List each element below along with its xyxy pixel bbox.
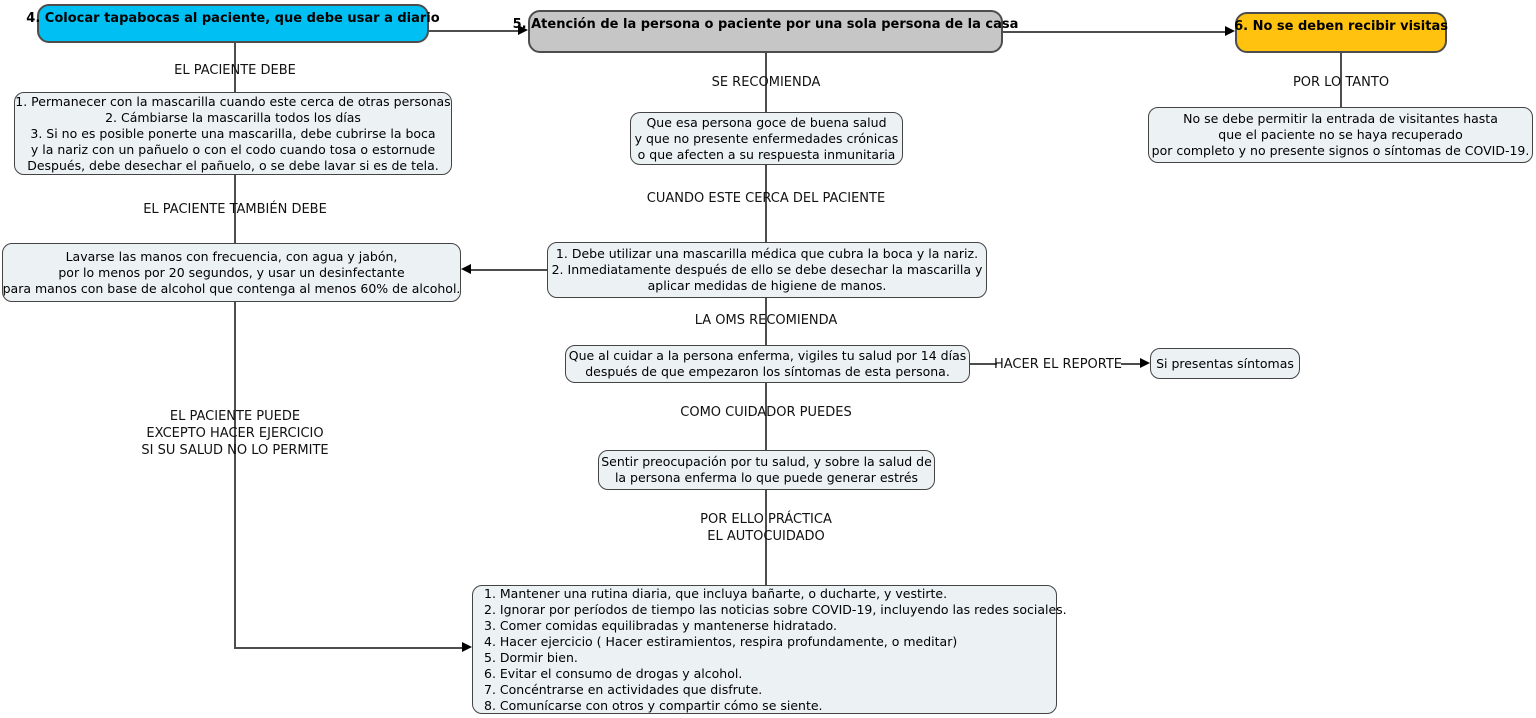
arrowhead-into-selfcare	[462, 642, 472, 652]
connector-near-patient-to-wash-hands	[470, 269, 547, 271]
label-la-oms-recomienda: LA OMS RECOMIENDA	[694, 313, 838, 328]
node-worry-line: Sentir preocupación por tu salud, y sobr…	[601, 454, 932, 469]
label-el-paciente-puede: EL PACIENTE PUEDE EXCEPTO HACER EJERCICI…	[141, 408, 328, 459]
label-como-cuidador-puedes: COMO CUIDADOR PUEDES	[680, 405, 852, 420]
connector-step6-to-no-visitors	[1340, 53, 1342, 107]
node-patient-must-line: 2. Cámbiarse la mascarilla todos los día…	[105, 109, 361, 125]
node-selfcare-line: 8. Comunícarse con otros y compartir cóm…	[484, 697, 823, 713]
arrowhead-into-step6	[1225, 26, 1235, 36]
connector-step5-to-step6	[1003, 31, 1226, 33]
arrowhead-into-symptoms	[1140, 358, 1150, 368]
node-watch-health: Que al cuidar a la persona enferma, vigi…	[565, 345, 970, 383]
connector-patient-must-to-wash-hands	[234, 175, 236, 243]
node-step6-title: 6. No se deben recibir visitas	[1234, 19, 1448, 34]
node-no-visitors: No se debe permitir la entrada de visita…	[1148, 107, 1533, 163]
node-wash-hands-line: Lavarse las manos con frecuencia, con ag…	[65, 248, 398, 264]
node-worry: Sentir preocupación por tu salud, y sobr…	[598, 450, 935, 490]
node-caregiver-health-line: o que afecten a su respuesta inmunitaria	[637, 146, 896, 162]
node-no-visitors-line: que el paciente no se haya recuperado	[1218, 127, 1463, 142]
node-near-patient-line: 1. Debe utilizar una mascarilla médica q…	[555, 246, 979, 261]
node-selfcare-line: 4. Hacer ejercicio ( Hacer estiramientos…	[484, 633, 958, 649]
label-el-paciente-tambien-debe: EL PACIENTE TAMBIÉN DEBE	[143, 202, 327, 217]
arrowhead-into-step5	[518, 25, 528, 35]
label-cuando-este-cerca: CUANDO ESTE CERCA DEL PACIENTE	[646, 191, 886, 206]
node-wash-hands-line: por lo menos por 20 segundos, y usar un …	[58, 264, 405, 280]
node-symptoms: Si presentas síntomas	[1150, 348, 1300, 379]
label-hacer-el-reporte: HACER EL REPORTE	[993, 357, 1123, 372]
node-selfcare-line: 3. Comer comidas equilibradas y mantener…	[484, 617, 837, 633]
node-step4-title: 4. Colocar tapabocas al paciente, que de…	[26, 11, 440, 26]
node-caregiver-health-line: Que esa persona goce de buena salud	[646, 114, 887, 130]
connector-elbow-to-selfcare	[234, 647, 463, 649]
node-selfcare: 1. Mantener una rutina diaria, que inclu…	[472, 585, 1067, 714]
node-selfcare-line: 6. Evitar el consumo de drogas y alcohol…	[484, 665, 743, 681]
connector-watch-health-to-worry	[765, 383, 767, 450]
connector-step5-to-caregiver-health	[765, 53, 767, 112]
node-selfcare-line: 1. Mantener una rutina diaria, que inclu…	[484, 585, 948, 601]
label-el-paciente-puede-line2: EXCEPTO HACER EJERCICIO	[146, 426, 324, 441]
node-patient-must-line: 1. Permanecer con la mascarilla cuando e…	[15, 93, 451, 109]
node-near-patient: 1. Debe utilizar una mascarilla médica q…	[547, 242, 987, 298]
label-se-recomienda: SE RECOMIENDA	[711, 75, 821, 90]
node-caregiver-health: Que esa persona goce de buena salud y qu…	[630, 112, 903, 165]
node-no-visitors-line: por completo y no presente signos o sínt…	[1151, 143, 1530, 158]
node-patient-must-line: y la nariz con un pañuelo o con el codo …	[30, 141, 436, 157]
connector-step4-to-patient-must	[234, 43, 236, 92]
node-selfcare-line: 2. Ignorar por períodos de tiempo las no…	[484, 601, 1067, 617]
label-por-lo-tanto: POR LO TANTO	[1292, 75, 1390, 90]
node-step5: 5. Atención de la persona o paciente por…	[513, 10, 1018, 53]
connector-step4-to-step5	[429, 30, 520, 32]
node-near-patient-line: aplicar medidas de higiene de manos.	[647, 278, 887, 293]
node-selfcare-line: 7. Concéntrarse en actividades que disfr…	[484, 681, 763, 697]
connector-worry-to-selfcare	[765, 490, 767, 585]
node-selfcare-line: 5. Dormir bien.	[484, 649, 578, 665]
node-watch-health-line: después de que empezaron los síntomas de…	[585, 364, 950, 379]
node-patient-must-line: Después, debe desechar el pañuelo, o se …	[27, 157, 439, 173]
arrowhead-into-wash-hands	[461, 264, 471, 274]
connector-wash-hands-down	[234, 302, 236, 648]
node-wash-hands-line: para manos con base de alcohol que conte…	[2, 280, 461, 296]
connector-caregiver-health-to-near-patient	[765, 165, 767, 242]
node-step6: 6. No se deben recibir visitas	[1234, 12, 1448, 53]
connector-report-label-to-symptoms	[1121, 363, 1141, 365]
node-step5-title: 5. Atención de la persona o paciente por…	[512, 17, 1019, 32]
node-no-visitors-line: No se debe permitir la entrada de visita…	[1183, 111, 1498, 126]
label-el-paciente-puede-line3: SI SU SALUD NO LO PERMITE	[141, 443, 329, 458]
node-patient-must-line: 3. Si no es posible ponerte una mascaril…	[30, 125, 436, 141]
label-el-paciente-puede-line1: EL PACIENTE PUEDE	[169, 409, 301, 424]
node-step4: 4. Colocar tapabocas al paciente, que de…	[26, 4, 440, 43]
connector-watch-health-to-report-label	[970, 363, 997, 365]
connector-near-patient-to-watch-health	[765, 298, 767, 345]
node-patient-must: 1. Permanecer con la mascarilla cuando e…	[14, 92, 452, 175]
node-near-patient-line: 2. Inmediatamente después de ello se deb…	[551, 262, 983, 277]
node-watch-health-line: Que al cuidar a la persona enferma, vigi…	[568, 348, 967, 363]
label-por-ello-practica-line2: EL AUTOCUIDADO	[707, 529, 825, 544]
label-por-ello-practica: POR ELLO PRÁCTICA EL AUTOCUIDADO	[700, 511, 832, 545]
node-wash-hands: Lavarse las manos con frecuencia, con ag…	[2, 243, 461, 302]
label-el-paciente-debe: EL PACIENTE DEBE	[174, 63, 296, 78]
node-symptoms-line: Si presentas síntomas	[1156, 355, 1294, 371]
node-worry-line: la persona enferma lo que puede generar …	[614, 470, 919, 485]
node-caregiver-health-line: y que no presente enfermedades crónicas	[634, 130, 899, 146]
label-por-ello-practica-line1: POR ELLO PRÁCTICA	[700, 512, 832, 527]
